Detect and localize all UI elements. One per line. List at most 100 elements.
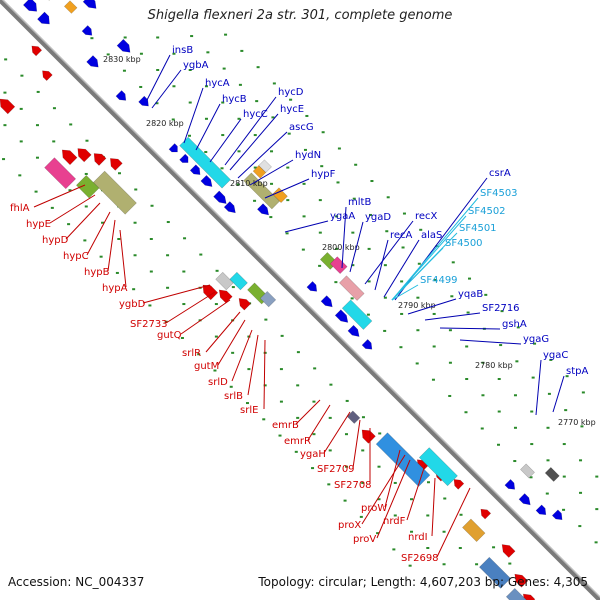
blue-gene-block-shape: [375, 432, 431, 487]
reverse-gene-leader: [65, 202, 101, 240]
track-dot: [83, 239, 87, 242]
forward-gene-label: insB: [172, 45, 193, 56]
track-dot: [139, 85, 143, 88]
track-dot: [3, 124, 7, 127]
forward-gene-arrow-shape: [22, 0, 38, 12]
rose-gene-block: [339, 275, 365, 301]
forward-gene-leader: [364, 220, 414, 285]
track-dot: [562, 443, 566, 446]
track-dot: [530, 410, 534, 413]
track-dot: [35, 156, 39, 159]
cyan-gene-block-shape: [179, 136, 231, 189]
reverse-gene-label: hypD: [42, 235, 69, 246]
track-dot: [408, 564, 412, 567]
track-dot: [296, 351, 300, 354]
forward-gene-leader: [237, 131, 288, 179]
track-dot: [253, 199, 257, 202]
track-dot: [426, 547, 430, 550]
reverse-gene-arrow: [501, 544, 516, 558]
forward-gene-arrow-shape: [334, 309, 349, 323]
reverse-gene-arrow: [202, 284, 219, 301]
track-dot: [529, 476, 533, 479]
track-dot: [431, 378, 435, 381]
track-dot: [19, 107, 23, 110]
track-dot: [215, 269, 219, 272]
track-dot: [426, 514, 430, 517]
track-dot: [182, 270, 186, 273]
track-dot: [69, 123, 73, 126]
track-dot: [231, 351, 235, 354]
track-dot: [345, 399, 349, 402]
cyan-gene-block-shape: [418, 447, 458, 487]
dark-gene-block: [544, 467, 560, 482]
reverse-gene-label: hypC: [63, 251, 89, 262]
track-dot: [378, 432, 382, 435]
tick-label: 2780 kbp: [475, 361, 513, 370]
forward-gene-arrow-shape: [168, 143, 178, 153]
forward-gene-arrow: [551, 509, 563, 521]
track-dot: [263, 384, 267, 387]
track-dot: [515, 360, 519, 363]
track-dot: [52, 107, 56, 110]
pink-gene-block: [44, 157, 77, 190]
track-dot: [166, 221, 170, 224]
forward-gene-label: recA: [390, 230, 413, 241]
track-dot: [393, 514, 397, 517]
forward-gene-arrow: [334, 309, 349, 323]
track-dot: [442, 563, 446, 566]
track-dot: [4, 58, 8, 61]
reverse-gene-leader: [263, 339, 266, 410]
reverse-gene-label: gutM: [194, 361, 219, 372]
forward-gene-arrow: [200, 175, 213, 187]
reverse-gene-arrow: [0, 98, 16, 115]
track-dot: [271, 116, 275, 119]
track-dot: [270, 182, 274, 185]
reverse-gene-label: srlD: [208, 377, 228, 388]
cyan-gene-block-shape: [341, 299, 373, 330]
forward-gene-leader: [439, 327, 501, 330]
reverse-gene-arrow: [110, 158, 123, 171]
reverse-gene-label: nrdF: [383, 516, 406, 527]
grey-gene-block-shape: [215, 271, 234, 291]
track-dot: [19, 140, 23, 143]
forward-gene-leader: [249, 159, 294, 186]
accession-label: Accession: NC_004337: [8, 575, 145, 589]
reverse-gene-leader: [165, 291, 216, 324]
track-dot: [155, 102, 159, 105]
forward-gene-leader: [383, 239, 420, 298]
forward-gene-leader: [146, 54, 171, 101]
orange-gene-block: [272, 187, 288, 203]
cyan-gene-block: [341, 299, 373, 330]
track-dot: [361, 481, 365, 484]
track-dot: [367, 280, 371, 283]
track-dot: [236, 183, 240, 186]
forward-gene-label: ygaC: [543, 350, 568, 361]
track-dot: [2, 158, 6, 161]
grey-gene-block-shape: [258, 159, 272, 173]
track-dot: [531, 376, 535, 379]
forward-gene-arrow-shape: [306, 281, 318, 292]
pink-gene-block-shape: [44, 157, 77, 190]
tick-label: 2790 kbp: [398, 301, 436, 310]
reverse-gene-arrow-shape: [31, 45, 43, 57]
reverse-gene-arrow-shape: [501, 544, 516, 558]
forward-gene-arrow-shape: [200, 175, 213, 187]
forward-gene-arrow: [347, 324, 360, 337]
track-dot: [106, 53, 110, 56]
reverse-gene-arrow-shape: [514, 573, 529, 588]
forward-gene-label: hycD: [278, 87, 304, 98]
track-dot: [361, 416, 365, 419]
track-dot: [311, 467, 315, 470]
track-dot: [149, 237, 153, 240]
track-dot: [301, 248, 305, 251]
reverse-gene-leader: [436, 487, 471, 558]
track-dot: [580, 425, 584, 428]
forward-gene-arrow: [257, 203, 270, 216]
track-dot: [85, 139, 89, 142]
track-dot: [166, 286, 170, 289]
track-dot: [156, 69, 160, 72]
track-dot: [171, 118, 175, 121]
track-dot: [204, 151, 208, 154]
forward-gene-leader: [224, 96, 277, 166]
